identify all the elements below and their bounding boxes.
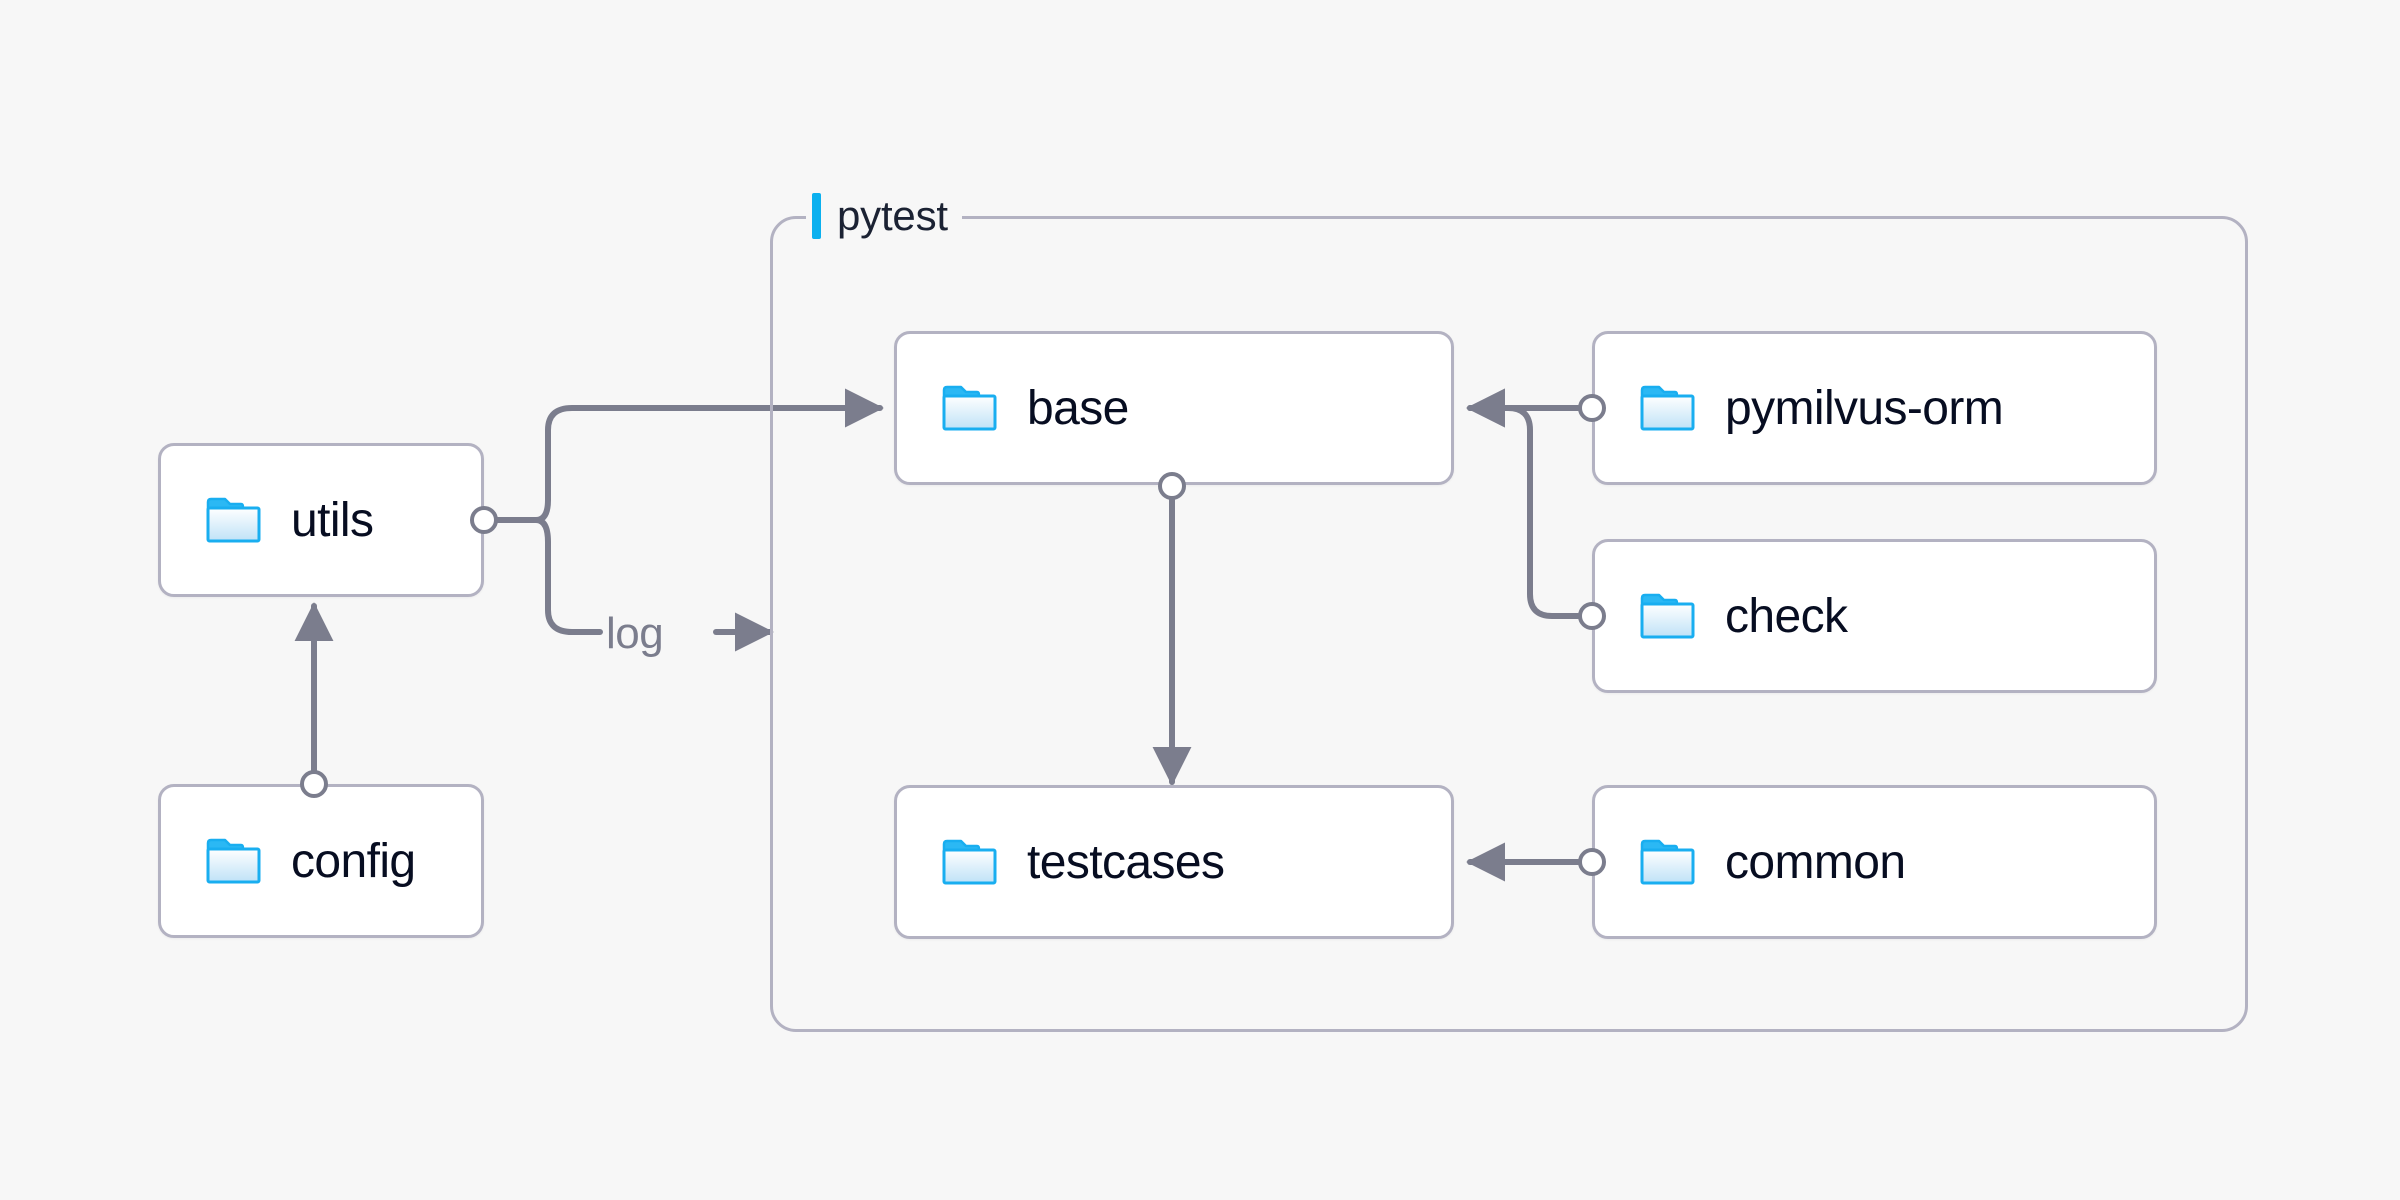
node-testcases-label: testcases xyxy=(1027,835,1225,889)
edge-label-log: log xyxy=(606,609,664,658)
folder-icon xyxy=(206,838,261,884)
folder-icon xyxy=(1640,593,1695,639)
port-common-left[interactable] xyxy=(1578,848,1606,876)
node-common[interactable]: common xyxy=(1592,785,2157,939)
pytest-group-label: pytest xyxy=(806,188,962,244)
edge-utils-to-log xyxy=(533,517,603,635)
node-utils-label: utils xyxy=(291,493,374,547)
node-pymilvus-orm-label: pymilvus-orm xyxy=(1725,381,2004,435)
folder-icon xyxy=(942,839,997,885)
port-check-left[interactable] xyxy=(1578,602,1606,630)
node-utils[interactable]: utils xyxy=(158,443,484,597)
folder-icon xyxy=(1640,385,1695,431)
node-pymilvus-orm[interactable]: pymilvus-orm xyxy=(1592,331,2157,485)
node-common-label: common xyxy=(1725,835,1906,889)
folder-icon xyxy=(206,497,261,543)
port-pymilvus-orm-left[interactable] xyxy=(1578,394,1606,422)
node-base-label: base xyxy=(1027,381,1129,435)
port-config-top[interactable] xyxy=(300,770,328,798)
port-utils-right[interactable] xyxy=(470,506,498,534)
group-title-text: pytest xyxy=(837,192,948,239)
node-config-label: config xyxy=(291,834,416,888)
pytest-group-container xyxy=(770,216,2248,1032)
node-check[interactable]: check xyxy=(1592,539,2157,693)
node-base[interactable]: base xyxy=(894,331,1454,485)
folder-icon xyxy=(942,385,997,431)
node-testcases[interactable]: testcases xyxy=(894,785,1454,939)
group-accent-bar xyxy=(812,193,821,239)
node-config[interactable]: config xyxy=(158,784,484,938)
folder-icon xyxy=(1640,839,1695,885)
node-check-label: check xyxy=(1725,589,1848,643)
port-base-bottom[interactable] xyxy=(1158,472,1186,500)
